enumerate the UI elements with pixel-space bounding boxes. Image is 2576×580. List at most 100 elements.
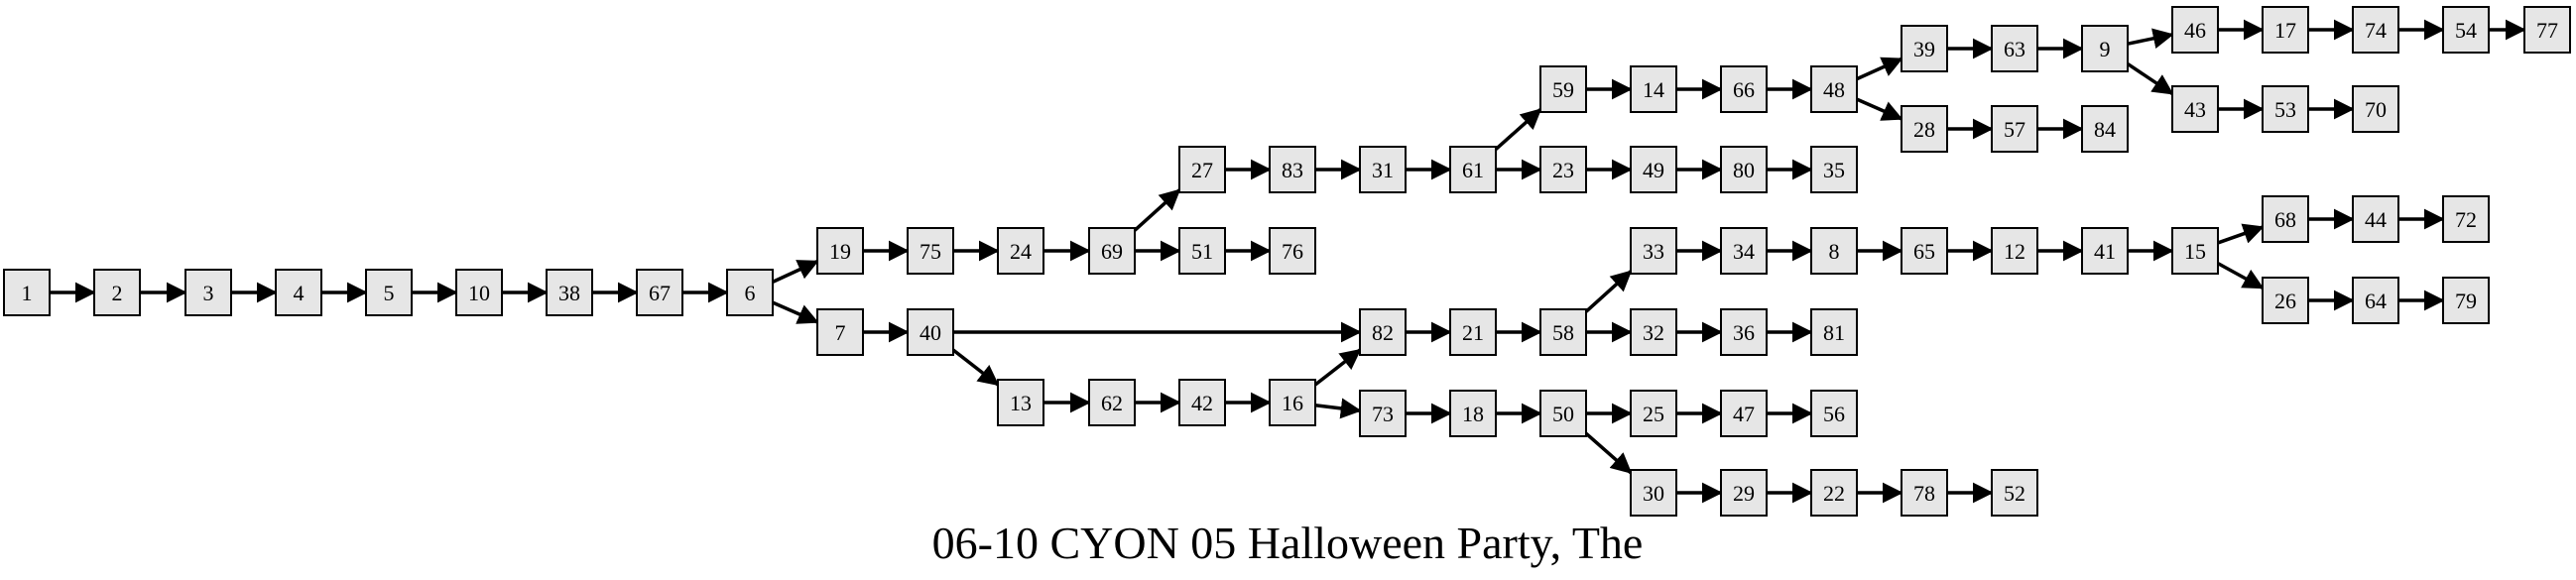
edge-48-39 (1856, 57, 1903, 81)
node-63: 63 (1991, 25, 2038, 72)
node-78: 78 (1901, 469, 1948, 517)
node-label: 46 (2184, 18, 2206, 43)
node-17: 17 (2262, 6, 2309, 54)
node-box (1901, 227, 1948, 275)
node-box (455, 269, 503, 316)
node-label: 70 (2365, 97, 2387, 122)
node-label: 36 (1733, 320, 1755, 345)
node-box (1359, 308, 1407, 356)
node-box (2081, 227, 2129, 275)
node-label: 23 (1552, 158, 1574, 182)
node-box (1630, 65, 1677, 113)
node-box (2523, 6, 2571, 54)
node-label: 80 (1733, 158, 1755, 182)
node-box (1630, 390, 1677, 437)
node-label: 18 (1462, 402, 1484, 426)
node-label: 56 (1823, 402, 1845, 426)
node-box (636, 269, 683, 316)
node-83: 83 (1269, 146, 1316, 193)
node-label: 39 (1913, 37, 1935, 61)
node-label: 34 (1733, 239, 1755, 264)
node-61: 61 (1449, 146, 1497, 193)
node-label: 72 (2455, 207, 2477, 232)
node-label: 81 (1823, 320, 1845, 345)
node-9: 9 (2081, 25, 2129, 72)
node-81: 81 (1810, 308, 1858, 356)
node-label: 78 (1913, 481, 1935, 506)
node-label: 53 (2274, 97, 2296, 122)
node-box (1810, 65, 1858, 113)
node-box (1269, 146, 1316, 193)
edge-48-28 (1856, 97, 1903, 121)
node-36: 36 (1720, 308, 1768, 356)
node-box (1991, 25, 2038, 72)
node-label: 22 (1823, 481, 1845, 506)
node-box (93, 269, 141, 316)
node-23: 23 (1539, 146, 1587, 193)
node-box (2081, 25, 2129, 72)
node-3: 3 (184, 269, 232, 316)
node-box (1810, 308, 1858, 356)
node-7: 7 (816, 308, 864, 356)
node-43: 43 (2171, 85, 2219, 133)
edge-9-46 (2127, 28, 2174, 50)
node-box (1901, 105, 1948, 153)
node-label: 30 (1643, 481, 1664, 506)
node-6: 6 (726, 269, 774, 316)
node-label: 8 (1829, 239, 1840, 264)
node-74: 74 (2352, 6, 2399, 54)
node-39: 39 (1901, 25, 1948, 72)
node-box (1901, 25, 1948, 72)
node-label: 14 (1643, 77, 1664, 102)
node-label: 69 (1101, 239, 1123, 264)
node-label: 73 (1372, 402, 1394, 426)
node-label: 54 (2455, 18, 2477, 43)
node-label: 66 (1733, 77, 1755, 102)
edge-6-7 (772, 300, 819, 324)
node-label: 65 (1913, 239, 1935, 264)
node-label: 25 (1643, 402, 1664, 426)
node-box (1449, 308, 1497, 356)
node-12: 12 (1991, 227, 2038, 275)
node-10: 10 (455, 269, 503, 316)
node-64: 64 (2352, 277, 2399, 324)
node-54: 54 (2442, 6, 2490, 54)
node-label: 15 (2184, 239, 2206, 264)
node-label: 59 (1552, 77, 1574, 102)
node-69: 69 (1088, 227, 1136, 275)
node-label: 7 (835, 320, 846, 345)
node-label: 83 (1282, 158, 1303, 182)
node-box (1539, 308, 1587, 356)
node-51: 51 (1178, 227, 1226, 275)
node-box (1810, 469, 1858, 517)
node-box (2262, 6, 2309, 54)
node-box (1720, 390, 1768, 437)
node-label: 77 (2536, 18, 2558, 43)
node-21: 21 (1449, 308, 1497, 356)
node-29: 29 (1720, 469, 1768, 517)
node-label: 26 (2274, 289, 2296, 313)
node-49: 49 (1630, 146, 1677, 193)
node-1: 1 (3, 269, 51, 316)
node-label: 33 (1643, 239, 1664, 264)
node-box (2442, 195, 2490, 243)
node-label: 32 (1643, 320, 1664, 345)
node-box (1539, 146, 1587, 193)
node-31: 31 (1359, 146, 1407, 193)
node-84: 84 (2081, 105, 2129, 153)
node-box (1269, 379, 1316, 426)
node-72: 72 (2442, 195, 2490, 243)
node-box (2442, 277, 2490, 324)
node-box (1269, 227, 1316, 275)
node-62: 62 (1088, 379, 1136, 426)
node-label: 27 (1191, 158, 1213, 182)
node-box (907, 308, 954, 356)
node-41: 41 (2081, 227, 2129, 275)
node-label: 3 (203, 281, 214, 305)
node-48: 48 (1810, 65, 1858, 113)
edge-58-33 (1584, 270, 1633, 313)
edge-16-73 (1314, 398, 1362, 419)
node-box (1359, 390, 1407, 437)
node-66: 66 (1720, 65, 1768, 113)
